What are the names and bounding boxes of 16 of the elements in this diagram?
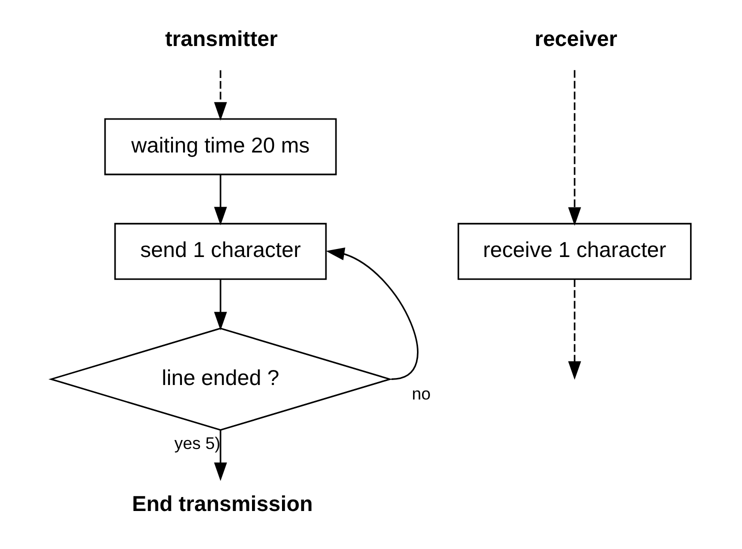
arrow (326, 248, 418, 380)
arrow (214, 174, 227, 226)
node-text: transmitter (165, 26, 278, 52)
node-text: receiver (534, 26, 618, 52)
edge-label: no (412, 384, 431, 404)
node-text: End transmission (132, 491, 313, 516)
arrow (214, 279, 227, 330)
arrow (568, 279, 582, 380)
arrow (214, 70, 227, 121)
node-diamond: line ended ? (48, 328, 393, 431)
node-box: waiting time 20 ms (104, 118, 337, 176)
edge-label: yes 5) (174, 434, 220, 453)
arrow (214, 430, 227, 482)
node-box: send 1 character (114, 222, 327, 280)
node-box: receive 1 character (458, 222, 692, 280)
arrow (568, 70, 582, 226)
